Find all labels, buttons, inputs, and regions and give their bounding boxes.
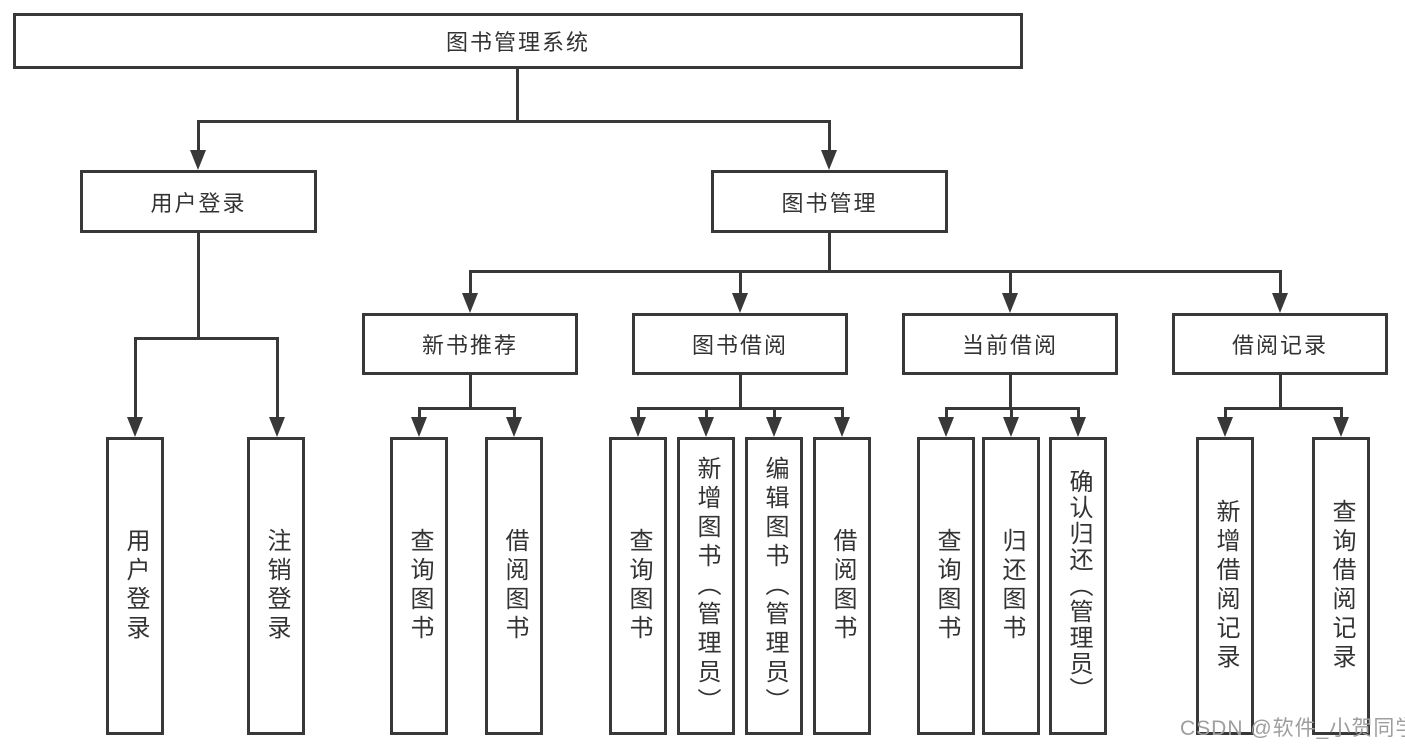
connector-borrowing-records-stub: [1279, 375, 1282, 407]
leaf-label: 查询图书: [625, 528, 652, 644]
connector-drop-book-borrowing: [739, 270, 742, 294]
connector-drop-current-borrowing: [1009, 270, 1012, 294]
connector-drop-leaf: [513, 407, 516, 419]
node-user-login: 用户登录: [80, 170, 317, 233]
node-label: 用户登录: [150, 190, 247, 216]
node-book-borrowing: 图书借阅: [632, 313, 848, 375]
arrow-down-icon: [630, 417, 646, 437]
leaf-query-books-borrowing: 查询图书: [609, 437, 667, 735]
leaf-query-books-recommend: 查询图书: [390, 437, 448, 735]
connector-drop-user-login: [197, 120, 200, 152]
leaf-query-borrowing-record: 查询借阅记录: [1312, 437, 1370, 735]
arrow-down-icon: [1217, 417, 1233, 437]
leaf-borrow-books: 借阅图书: [813, 437, 871, 735]
leaf-borrow-books-recommend: 借阅图书: [485, 437, 543, 735]
node-label: 图书借阅: [691, 333, 788, 358]
connector-drop-leaf: [637, 407, 640, 419]
leaf-logout: 注销登录: [247, 437, 305, 735]
connector-drop-leaf: [1224, 407, 1227, 419]
leaf-label: 确认归还（管理员）: [1065, 469, 1092, 703]
arrow-down-icon: [698, 417, 714, 437]
connector-drop-leaf-user-login: [134, 337, 137, 419]
leaf-label: 新增图书（管理员）: [693, 455, 720, 717]
leaf-label: 编辑图书（管理员）: [761, 455, 788, 717]
connector-drop-leaf: [945, 407, 948, 419]
csdn-watermark: CSDN @软件_小贺同学: [1180, 717, 1405, 740]
connector-drop-book-management: [828, 120, 831, 152]
connector-drop-leaf: [418, 407, 421, 419]
arrow-down-icon: [938, 417, 954, 437]
leaf-return-books: 归还图书: [982, 437, 1040, 735]
leaf-label: 归还图书: [998, 528, 1025, 644]
connector-drop-leaf: [1077, 407, 1080, 419]
arrow-down-icon: [1003, 417, 1019, 437]
connector-current-borrowing-stub: [1009, 375, 1012, 407]
leaf-label: 注销登录: [263, 528, 290, 644]
connector-drop-leaf: [1340, 407, 1343, 419]
connector-user-login-hbar: [134, 337, 279, 340]
arrow-down-icon: [821, 150, 837, 170]
node-borrowing-records: 借阅记录: [1172, 313, 1388, 375]
arrow-down-icon: [732, 293, 748, 313]
connector-drop-leaf-logout: [276, 337, 279, 419]
arrow-down-icon: [1070, 417, 1086, 437]
arrow-down-icon: [462, 293, 478, 313]
arrow-down-icon: [127, 417, 143, 437]
node-label: 新书推荐: [421, 333, 518, 358]
connector-level2-hbar: [197, 120, 831, 123]
leaf-query-books-current: 查询图书: [917, 437, 975, 735]
arrow-down-icon: [766, 417, 782, 437]
connector-drop-leaf: [1010, 407, 1013, 419]
leaf-label: 新增借阅记录: [1212, 499, 1239, 673]
arrow-down-icon: [1002, 293, 1018, 313]
arrow-down-icon: [411, 417, 427, 437]
connector-drop-borrowing-records: [1279, 270, 1282, 294]
connector-drop-leaf: [705, 407, 708, 419]
node-library-management-system: 图书管理系统: [13, 13, 1023, 69]
leaf-label: 借阅图书: [829, 528, 856, 644]
connector-new-book-rec-hbar: [418, 407, 516, 410]
connector-borrowing-records-hbar: [1224, 407, 1343, 410]
connector-new-book-rec-stub: [469, 375, 472, 407]
leaf-label: 查询图书: [406, 528, 433, 644]
connector-user-login-stub: [197, 233, 200, 337]
node-label: 借阅记录: [1231, 333, 1328, 358]
connector-book-management-stub: [828, 233, 831, 270]
connector-drop-new-book-rec: [469, 270, 472, 294]
leaf-label: 查询借阅记录: [1328, 499, 1355, 673]
node-label: 当前借阅: [961, 333, 1058, 358]
node-current-borrowing: 当前借阅: [902, 313, 1118, 375]
leaf-add-borrowing-record: 新增借阅记录: [1196, 437, 1254, 735]
leaf-edit-books-admin: 编辑图书（管理员）: [745, 437, 803, 735]
connector-root-stub: [516, 69, 519, 120]
leaf-add-books-admin: 新增图书（管理员）: [677, 437, 735, 735]
leaf-label: 查询图书: [933, 528, 960, 644]
connector-drop-leaf: [773, 407, 776, 419]
connector-book-borrowing-stub: [739, 375, 742, 407]
leaf-label: 借阅图书: [501, 528, 528, 644]
connector-drop-leaf: [841, 407, 844, 419]
leaf-label: 用户登录: [122, 528, 149, 644]
node-label: 图书管理系统: [445, 30, 590, 55]
arrow-down-icon: [1333, 417, 1349, 437]
arrow-down-icon: [269, 417, 285, 437]
connector-level3-hbar: [469, 270, 1282, 273]
connector-book-borrowing-hbar: [637, 407, 844, 410]
arrow-down-icon: [1272, 293, 1288, 313]
arrow-down-icon: [834, 417, 850, 437]
leaf-user-login: 用户登录: [106, 437, 164, 735]
node-book-management: 图书管理: [711, 170, 948, 233]
node-label: 图书管理: [781, 190, 878, 216]
arrow-down-icon: [190, 150, 206, 170]
arrow-down-icon: [506, 417, 522, 437]
leaf-confirm-return-admin: 确认归还（管理员）: [1049, 437, 1107, 735]
node-new-book-recommendation: 新书推荐: [362, 313, 578, 375]
